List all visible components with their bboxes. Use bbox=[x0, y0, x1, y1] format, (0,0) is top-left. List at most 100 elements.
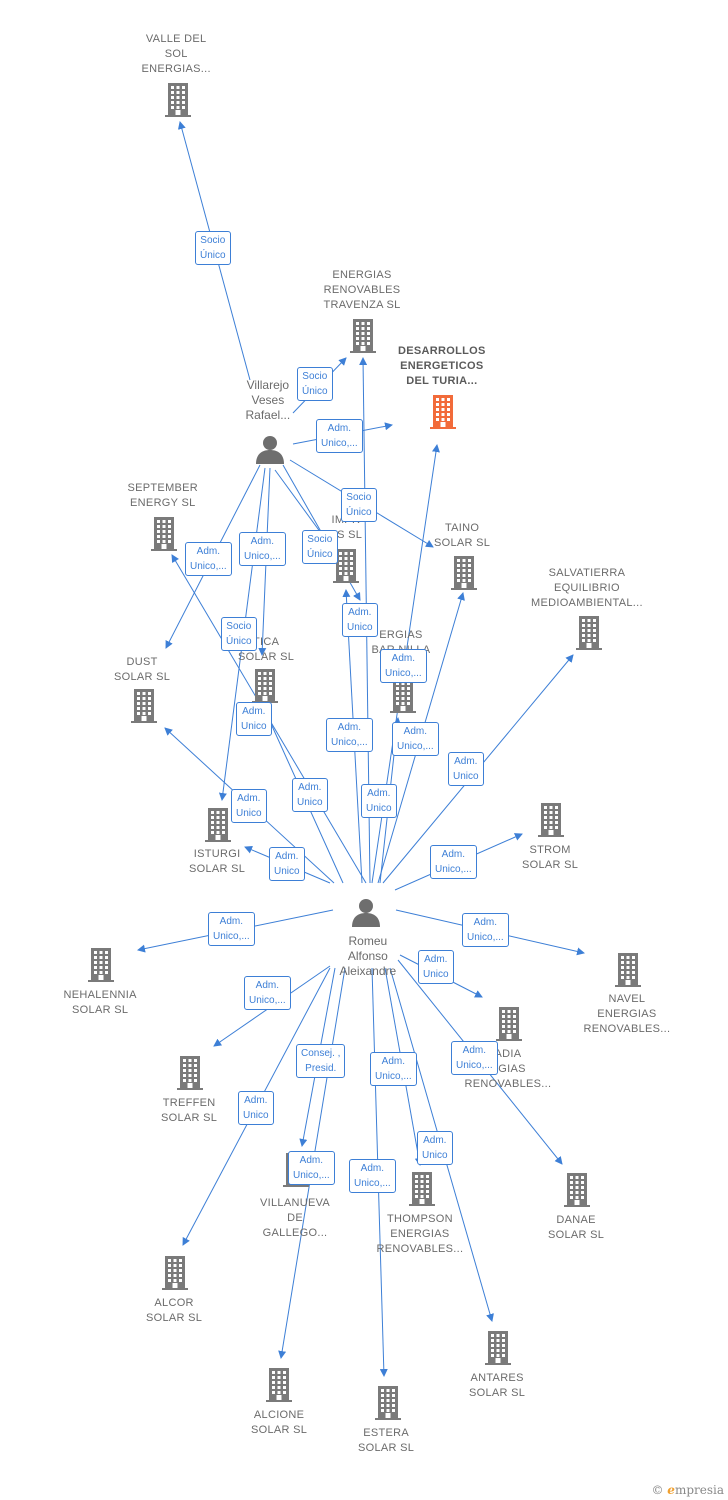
company-building-icon[interactable] bbox=[252, 669, 278, 708]
relation-label[interactable]: Adm.Unico bbox=[342, 603, 378, 637]
company-name-line: SOLAR SL bbox=[189, 863, 246, 875]
company-building-icon[interactable] bbox=[564, 1173, 590, 1212]
company-building-icon[interactable] bbox=[205, 808, 231, 847]
company-building-icon[interactable] bbox=[538, 803, 564, 842]
relation-label[interactable]: Adm.Unico,... bbox=[392, 722, 439, 756]
relation-label[interactable]: Adm.Unico,... bbox=[288, 1151, 335, 1185]
relation-label[interactable]: Adm.Unico,... bbox=[244, 976, 291, 1010]
company-building-icon[interactable] bbox=[451, 556, 477, 595]
person-icon[interactable] bbox=[351, 897, 381, 932]
relation-label[interactable]: Adm.Unico,... bbox=[239, 532, 286, 566]
relation-label-line: Adm. bbox=[298, 782, 322, 793]
company-name-line: TICA bbox=[252, 636, 280, 648]
person-icon[interactable] bbox=[255, 434, 285, 469]
relation-label[interactable]: Adm.Unico bbox=[417, 1131, 453, 1165]
company-building-icon[interactable] bbox=[88, 948, 114, 987]
relation-label-line: Adm. bbox=[219, 916, 244, 927]
company-name-line: STROM bbox=[529, 844, 571, 856]
company-building-icon[interactable] bbox=[409, 1172, 435, 1211]
company-name-line: SOL bbox=[164, 48, 188, 60]
company-building-icon[interactable] bbox=[177, 1056, 203, 1095]
company-building-icon[interactable] bbox=[375, 1386, 401, 1425]
company-name-line: ADIA bbox=[494, 1048, 522, 1060]
company-building-icon[interactable] bbox=[576, 616, 602, 655]
relation-label[interactable]: Adm.Unico bbox=[231, 789, 267, 823]
company-name-line: DESARROLLOS bbox=[398, 345, 486, 357]
company-building-icon[interactable] bbox=[496, 1007, 522, 1046]
relation-label[interactable]: Adm.Unico bbox=[238, 1091, 274, 1125]
company-name-line: ENERGIAS bbox=[597, 1008, 657, 1020]
relation-label[interactable]: Adm.Unico,... bbox=[349, 1159, 396, 1193]
relation-label[interactable]: Adm.Unico bbox=[448, 752, 484, 786]
relation-label-line: Adm. bbox=[360, 1163, 385, 1174]
company-building-icon[interactable] bbox=[485, 1331, 511, 1370]
relation-label-line: Adm. bbox=[381, 1056, 406, 1067]
company-name-line: DANAE bbox=[556, 1214, 596, 1226]
company-building-icon[interactable] bbox=[165, 83, 191, 122]
company-name-line: VILLANUEVA bbox=[260, 1197, 331, 1209]
company-building-icon[interactable] bbox=[333, 549, 359, 588]
relation-label[interactable]: Adm.Unico,... bbox=[462, 913, 509, 947]
relation-label-line: Unico bbox=[297, 797, 323, 808]
company-building-icon[interactable] bbox=[131, 689, 157, 728]
relation-label[interactable]: Adm.Unico,... bbox=[380, 649, 427, 683]
company-building-icon[interactable] bbox=[615, 953, 641, 992]
relation-label-line: Adm. bbox=[403, 726, 428, 737]
company-building-icon[interactable] bbox=[266, 1368, 292, 1407]
relation-label[interactable]: Adm.Unico bbox=[236, 702, 272, 736]
company-building-icon[interactable] bbox=[390, 679, 416, 718]
company-name-line: ENERGIAS bbox=[332, 269, 392, 281]
relation-label[interactable]: Adm.Unico,... bbox=[185, 542, 232, 576]
relation-label[interactable]: Adm.Unico,... bbox=[316, 419, 363, 453]
relation-label-line: Socio bbox=[346, 492, 372, 503]
company-name[interactable]: ISTURGI SOLAR SL bbox=[189, 847, 245, 877]
relation-label[interactable]: Adm.Unico,... bbox=[208, 912, 255, 946]
person-name-line: Alfonso bbox=[347, 949, 388, 963]
relation-label[interactable]: Adm.Unico,... bbox=[370, 1052, 417, 1086]
relation-label[interactable]: Adm.Unico,... bbox=[430, 845, 477, 879]
company-building-icon[interactable] bbox=[430, 395, 456, 434]
company-name-line: TRAVENZA SL bbox=[323, 299, 401, 311]
company-name-line: ISTURGI bbox=[193, 848, 241, 860]
relation-label-line: Unico,... bbox=[385, 668, 422, 679]
relation-label[interactable]: Adm. Unico bbox=[292, 778, 328, 812]
company-building-icon[interactable] bbox=[162, 1256, 188, 1295]
relation-label[interactable]: Consej. ,Presid. bbox=[296, 1044, 346, 1078]
relation-label[interactable]: Adm.Unico bbox=[418, 950, 454, 984]
relation-label-line: Unico bbox=[274, 866, 300, 877]
company-building-icon[interactable] bbox=[350, 319, 376, 358]
relation-label[interactable]: Adm.Unico bbox=[269, 847, 305, 881]
relation-label[interactable]: Adm.Unico bbox=[361, 784, 397, 818]
company-name-line: ERGIAS bbox=[379, 629, 423, 641]
relation-label[interactable]: Adm.Unico,... bbox=[326, 718, 373, 752]
company-building-icon[interactable] bbox=[151, 517, 177, 556]
relation-label[interactable]: Adm.Unico,... bbox=[451, 1041, 498, 1075]
